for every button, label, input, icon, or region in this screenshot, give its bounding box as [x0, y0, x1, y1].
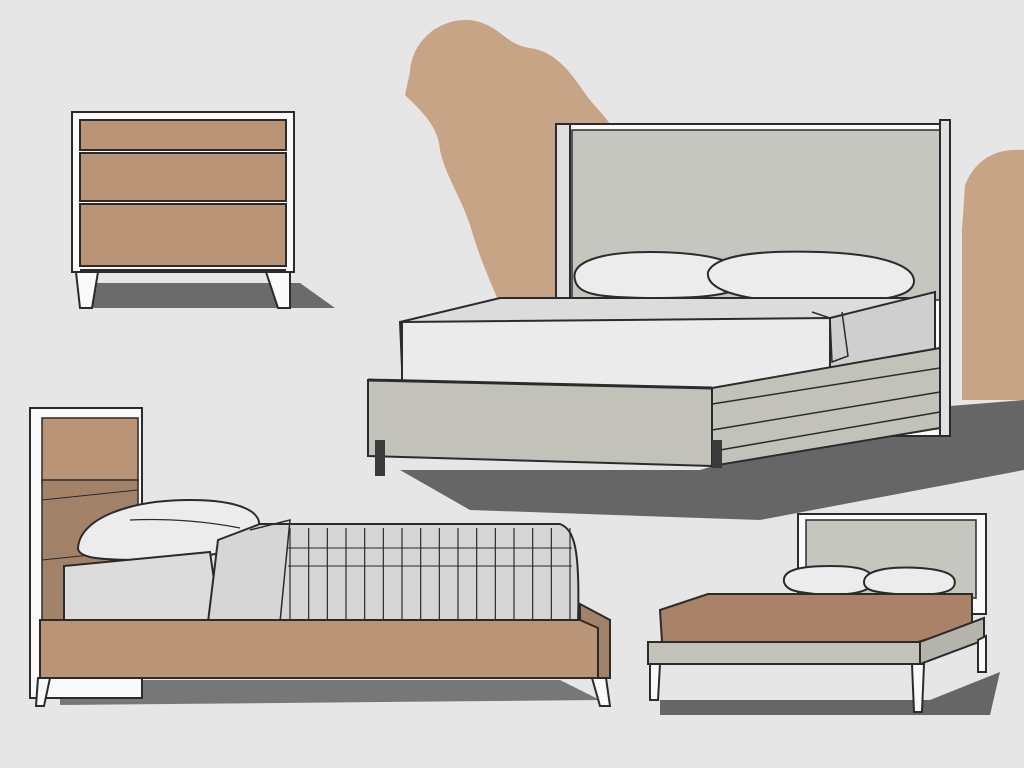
platform-leg-right	[910, 663, 926, 713]
wooden-bed-leg-right	[590, 677, 612, 707]
platform-bed-shadow	[660, 672, 1000, 715]
platform-bed	[647, 513, 1000, 715]
platform-pillow-right	[862, 566, 956, 596]
quilt-fold-edge	[249, 519, 291, 623]
wooden-bed-shadow	[60, 680, 600, 705]
wooden-bed-frame	[39, 619, 611, 679]
bed-leg-right	[712, 440, 722, 468]
platform-mattress	[658, 593, 973, 643]
nightstand-shadow	[80, 283, 335, 308]
frame-rail-3	[719, 411, 941, 451]
platform-frame-front	[647, 641, 921, 665]
platform-pillow-left	[782, 564, 874, 596]
wooden-headboard-top	[41, 417, 139, 483]
drawer-1	[79, 119, 287, 151]
frame-rail-1	[711, 367, 941, 405]
nightstand-leg-left	[74, 271, 100, 309]
wooden-bed-pillow-fold	[129, 518, 241, 529]
quilt	[206, 523, 580, 623]
sheet-fold	[811, 311, 849, 364]
accent-blob-top	[405, 19, 612, 306]
wooden-bed	[29, 407, 612, 707]
headboard-slat	[41, 489, 139, 501]
platform-leg-back	[977, 634, 987, 673]
platform-leg-left	[649, 663, 662, 701]
drawer-3	[79, 203, 287, 267]
quilt-stripes	[288, 528, 572, 620]
pillow-right	[706, 250, 916, 304]
wooden-bed-leg-left	[34, 677, 52, 707]
frame-top-edge	[367, 378, 713, 390]
accent-blob-right	[962, 149, 1024, 400]
nightstand-leg-right	[264, 271, 291, 309]
upholstered-bed	[367, 119, 1024, 520]
nightstand	[71, 111, 335, 309]
headboard-post-left	[555, 123, 571, 305]
headboard-post-right	[939, 119, 951, 437]
bed-frame-side	[367, 378, 713, 468]
frame-rail-2	[711, 391, 941, 431]
drawer-2	[79, 152, 287, 202]
bed-leg-left	[375, 440, 385, 476]
